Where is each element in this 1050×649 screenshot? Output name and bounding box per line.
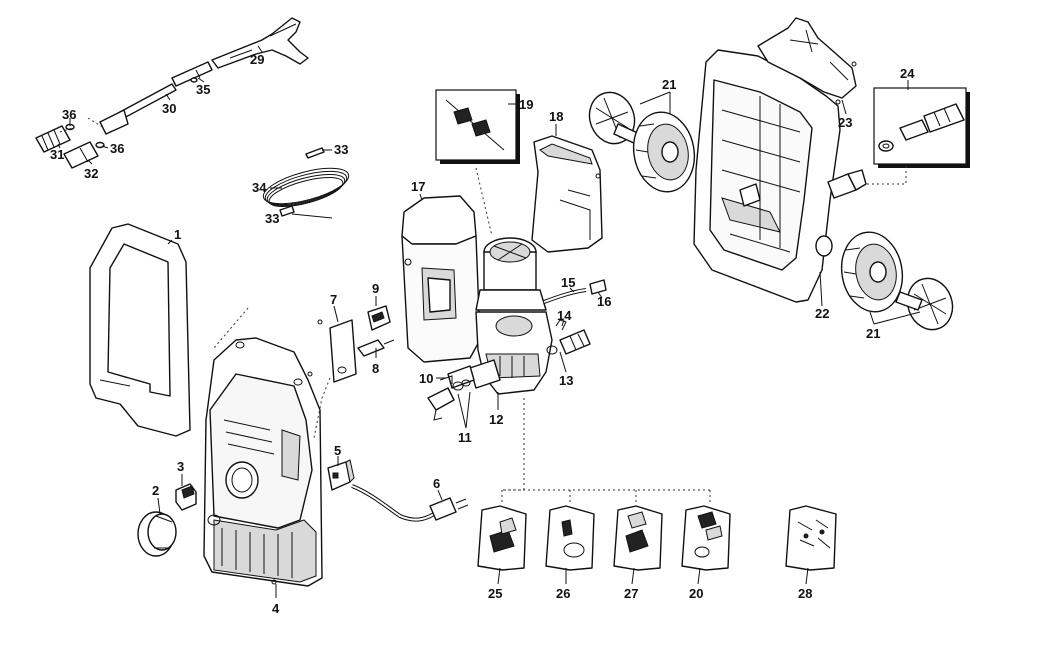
label-part-28: 28 [798, 586, 812, 601]
rocker-switch [175, 483, 197, 511]
label-part-22: 22 [815, 306, 829, 321]
label-part-34: 34 [252, 180, 267, 195]
label-part-24: 24 [900, 66, 915, 81]
label-part-26: 26 [556, 586, 570, 601]
reed-switch [357, 339, 395, 357]
kit-bag-28 [785, 505, 837, 571]
nozzle-turbo [63, 141, 99, 169]
switch-knob [137, 511, 177, 557]
label-part-32: 32 [84, 166, 98, 181]
label-part-21-top: 21 [662, 77, 676, 92]
pressure-switch [367, 305, 391, 331]
label-part-25: 25 [488, 586, 502, 601]
pump-assembly [447, 311, 553, 395]
kit-bag-25 [477, 505, 527, 571]
label-part-29: 29 [250, 52, 264, 67]
top-handle-cover [757, 17, 857, 105]
hose-tube [543, 288, 587, 304]
frame-handle [89, 223, 191, 437]
label-part-3: 3 [177, 459, 184, 474]
carbon-brush-box [435, 89, 520, 164]
water-inlet-fitting [827, 169, 867, 199]
nozzle-adjustable [35, 125, 71, 153]
label-part-18: 18 [549, 109, 563, 124]
label-part-33-top: 33 [334, 142, 348, 157]
wheel-hub-bottom [895, 277, 954, 331]
label-part-31: 31 [50, 147, 64, 162]
wheel-tyre-bottom [840, 231, 904, 313]
connector-16 [589, 279, 607, 295]
label-part-35: 35 [196, 82, 210, 97]
label-part-27: 27 [624, 586, 638, 601]
capacitor-box [327, 459, 355, 491]
water-inlet-box [873, 87, 970, 168]
label-part-20: 20 [689, 586, 703, 601]
label-part-10: 10 [419, 371, 433, 386]
assembly-guide-lines [59, 117, 907, 502]
label-part-15: 15 [561, 275, 575, 290]
label-part-9: 9 [372, 281, 379, 296]
label-part-16: 16 [597, 294, 611, 309]
label-part-11: 11 [458, 430, 472, 445]
kit-bag-27 [613, 505, 663, 571]
label-part-1: 1 [174, 227, 181, 242]
label-part-17: 17 [411, 179, 425, 194]
spray-gun-trigger [211, 17, 309, 69]
high-pressure-hose [262, 147, 350, 217]
part-number-labels: 1 2 3 4 5 6 7 8 9 10 11 12 13 14 15 16 1… [50, 52, 915, 616]
label-part-2: 2 [152, 483, 159, 498]
label-part-4: 4 [272, 601, 280, 616]
gasket-ring [207, 514, 221, 526]
rear-housing [693, 49, 841, 303]
front-housing [203, 337, 323, 587]
label-part-33-bottom: 33 [265, 211, 279, 226]
lance-tube [99, 61, 213, 135]
label-part-36-bottom: 36 [110, 141, 124, 156]
label-part-30: 30 [162, 101, 176, 116]
clip-14 [555, 319, 567, 331]
label-part-7: 7 [330, 292, 337, 307]
label-part-36-top: 36 [62, 107, 76, 122]
label-part-12: 12 [489, 412, 503, 427]
inlet-valve-10-11 [427, 375, 471, 421]
label-part-23: 23 [838, 115, 852, 130]
circuit-board [307, 319, 357, 383]
label-part-6: 6 [433, 476, 440, 491]
label-part-5: 5 [334, 443, 341, 458]
label-part-8: 8 [372, 361, 379, 376]
kit-bag-20 [681, 505, 731, 571]
label-part-13: 13 [559, 373, 573, 388]
wheel-tyre-top [632, 111, 696, 193]
leader-lines [57, 45, 921, 598]
motor-cover [401, 195, 481, 363]
label-part-14: 14 [557, 308, 572, 323]
motor [475, 237, 547, 311]
rear-cover [531, 135, 603, 253]
outlet-fitting-13 [546, 329, 591, 355]
label-part-19: 19 [519, 97, 533, 112]
label-part-21-bottom: 21 [866, 326, 880, 341]
power-cord [351, 484, 469, 522]
kit-bag-26 [545, 505, 595, 571]
wheel-hub-top [588, 91, 641, 145]
